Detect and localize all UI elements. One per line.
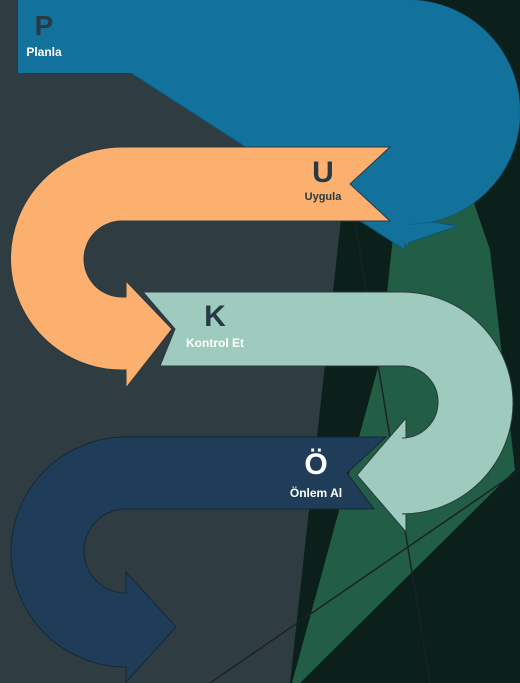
arrow-onlem	[10, 436, 388, 683]
step-label: Planla	[26, 45, 62, 59]
step-uygula: U Uygula	[295, 158, 351, 203]
step-kontrol: K Kontrol Et	[183, 300, 247, 350]
arrow-uygula	[10, 146, 392, 390]
step-label: Önlem Al	[289, 486, 343, 500]
arrow-kontrol	[141, 291, 514, 534]
step-letter: K	[204, 300, 226, 333]
background-line-2	[209, 469, 520, 683]
step-onlem: Ö Önlem Al	[276, 448, 356, 500]
step-planla: P Planla	[24, 10, 64, 59]
step-letter: P	[34, 10, 54, 41]
step-letter: U	[312, 156, 334, 189]
arrow-planla	[17, 0, 520, 251]
step-label: Uygula	[304, 191, 342, 203]
step-letter: Ö	[304, 448, 328, 481]
step-label: Kontrol Et	[186, 336, 244, 350]
